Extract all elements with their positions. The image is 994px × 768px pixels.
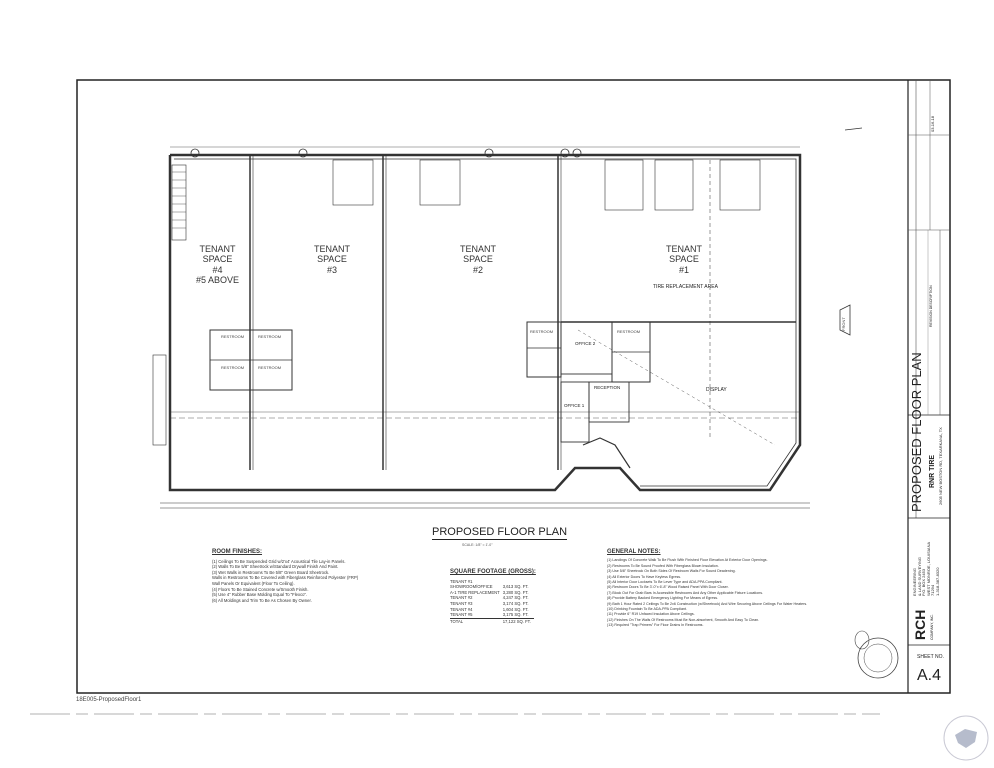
sf-label: TENANT #2 — [450, 595, 473, 601]
room-label-restroom: RESTROOM — [258, 365, 282, 370]
table-row: TENANT #1 — [450, 579, 534, 585]
note-item: (3) Use 5/8" Sheetrock On Both Sides Of … — [607, 569, 736, 574]
title-block-project: RNR TIRE — [929, 454, 936, 488]
note-item: (2) Restrooms To Be Sound Proofed With F… — [607, 563, 719, 568]
sheet-border — [76, 79, 951, 694]
room-label-reception: RECEPTION — [594, 385, 621, 390]
drawing-title: PROPOSED FLOOR PLAN — [432, 526, 568, 540]
room-label-tenant-3: TENANT SPACE #3 — [314, 244, 350, 275]
firm-name: COMPANY, INC. — [930, 614, 934, 640]
engineer-seal — [857, 637, 899, 679]
sf-label: TENANT #1 — [450, 578, 473, 584]
note-item: (9) Bath 1 Hour Rated 2 Ceilings To Be 2… — [607, 601, 808, 606]
title-block-address: 2605 NEW BOSTON RD, TEXARKANA, TX — [938, 427, 943, 505]
drawing-scale: SCALE: 1/8" = 1'-0" — [462, 543, 493, 547]
note-item: (3) Wet Walls in Restrooms To Be 5/8" Gr… — [212, 569, 330, 575]
sf-total-value: 17,122 SQ. FT. — [502, 617, 534, 625]
note-item: (12) Finishes On The Walls Of Restrooms … — [607, 617, 760, 622]
sf-label: SHOWROOM/OFFICE — [450, 584, 493, 590]
sf-label: A-1 TIRE REPLACEMENT — [450, 589, 500, 595]
firm-line: 1-318-387-8320 — [934, 567, 940, 596]
room-label-restroom: RESTROOM — [530, 329, 554, 334]
table-row: TENANT #3 3,174 SQ. FT. — [450, 601, 534, 607]
note-item: (4) Floors To Be Stained Concrete w/Smoo… — [212, 586, 309, 592]
room-label-restroom: RESTROOM — [617, 329, 641, 334]
space-label: SPACE — [317, 254, 347, 265]
sf-label: TENANT #3 — [450, 600, 473, 606]
tenant-number: #1 — [678, 264, 689, 275]
sf-value: 3,280 SQ. FT. — [502, 589, 529, 595]
sf-total-label: TOTAL — [450, 617, 503, 625]
tenant-label: TENANT — [460, 244, 496, 254]
sf-value: 3,174 SQ. FT. — [502, 600, 529, 606]
space-label: SPACE — [202, 254, 233, 265]
title-block-date: 03-16-18 — [930, 115, 935, 132]
space-label: SPACE — [463, 254, 493, 265]
square-footage-heading: SQUARE FOOTAGE (GROSS): — [450, 569, 536, 575]
front-arrow-label: FRONT — [841, 317, 846, 331]
note-item: (1) Ceilings To Be Suspended Grid w/2'x4… — [212, 558, 346, 564]
note-item: (4) All Exterior Doors To Have Keyless E… — [607, 574, 682, 579]
space-label: SPACE — [669, 254, 699, 265]
sf-label: TENANT #4 — [450, 606, 473, 612]
room-finishes-notes: ROOM FINISHES: (1) Ceilings To Be Suspen… — [212, 549, 359, 603]
room-label-tenant-4: TENANT SPACE #4 #5 ABOVE — [196, 244, 239, 285]
note-item: (5) All Interior Door Locksets To Be Lev… — [607, 580, 723, 585]
note-item: (7) Block Out For Grab Bars In Accessibl… — [607, 590, 763, 595]
note-item: (1) Landings Of Concrete Walk To Be Flus… — [607, 558, 768, 563]
tenant-label: TENANT — [314, 244, 350, 254]
general-notes: GENERAL NOTES: (1) Landings Of Concrete … — [607, 549, 808, 629]
room-label-tire-area: TIRE REPLACEMENT AREA — [653, 284, 718, 290]
firm-logo: RCH — [912, 609, 928, 640]
note-item: (11) Provide 6" R19 Unfaced Insulation A… — [607, 612, 695, 617]
sf-label: TENANT #5 — [450, 612, 473, 618]
general-notes-heading: GENERAL NOTES: — [607, 549, 661, 555]
sf-value: 3,613 SQ. FT. — [502, 584, 529, 590]
note-item: (5) Use 4" Rubber Base Molding Equal To … — [212, 592, 308, 598]
note-item: (8) Provide Battery Backed Emergency Lig… — [607, 596, 719, 601]
table-row: SHOWROOM/OFFICE 3,613 SQ. FT. — [450, 584, 534, 590]
sheet-number-label: SHEET NO. — [917, 654, 944, 660]
firm-address: ENGINEERING & LAND SURVEYING P.O. BOX 24… — [912, 542, 941, 596]
room-label-display: DISPLAY — [706, 387, 727, 393]
room-label-tenant-1: TENANT SPACE #1 — [666, 244, 702, 275]
note-item: Walls in Restrooms To Be Covered with Fi… — [212, 575, 359, 581]
room-label-restroom: RESTROOM — [221, 365, 245, 370]
room-label-restroom: RESTROOM — [221, 334, 245, 339]
sf-value: 1,604 SQ. FT. — [502, 606, 529, 612]
room-label-tenant-2: TENANT SPACE #2 — [460, 244, 496, 275]
note-item: (10) Drinking Fountain To Be ADA-PPA Com… — [607, 607, 687, 612]
note-item: (6) All Moldings and Trim To Be As Chose… — [212, 597, 312, 603]
tenant-number: #2 — [472, 264, 483, 275]
table-row: TENANT #2 4,247 SQ. FT. — [450, 595, 534, 601]
sf-value: 3,175 SQ. FT. — [502, 612, 529, 618]
table-row: TENANT #4 1,604 SQ. FT. — [450, 607, 534, 613]
file-label: 18E005-ProposedFloor1 — [76, 697, 142, 703]
room-label-office-1: OFFICE 1 — [564, 403, 585, 408]
note-item: (2) Walls To Be 5/8" Sheetrock w/Standar… — [212, 564, 339, 570]
tenant-label: TENANT — [666, 244, 702, 254]
room-label-office-2: OFFICE 2 — [575, 341, 596, 346]
note-item: (13) Required "Trap Primers" For Floor D… — [607, 623, 704, 628]
square-footage-table: SQUARE FOOTAGE (GROSS): TENANT #1 SHOWRO… — [450, 569, 536, 625]
title-block-sheet-title: PROPOSED FLOOR PLAN — [909, 352, 924, 512]
sf-value: 4,247 SQ. FT. — [502, 595, 529, 601]
tenant-number: #3 — [326, 264, 337, 275]
tenant-number: #4 — [212, 264, 223, 275]
building-walls — [152, 127, 863, 509]
sheet-number: A.4 — [917, 667, 942, 684]
note-item: Wall Panels Or Equivalent (Floor To Ceil… — [212, 580, 295, 586]
room-finishes-heading: ROOM FINISHES: — [212, 549, 263, 555]
table-row: TENANT #5 3,175 SQ. FT. — [450, 612, 534, 618]
note-item: (6) Restroom Doors To Be 3'-0"x 6'-8" Wo… — [607, 585, 729, 590]
revision-header: REVISION DESCRIPTION — [929, 285, 933, 327]
tenant-above-label: #5 ABOVE — [196, 275, 240, 286]
watermark-seal — [943, 715, 989, 761]
tenant-label: TENANT — [199, 244, 236, 254]
room-label-restroom: RESTROOM — [258, 334, 282, 339]
